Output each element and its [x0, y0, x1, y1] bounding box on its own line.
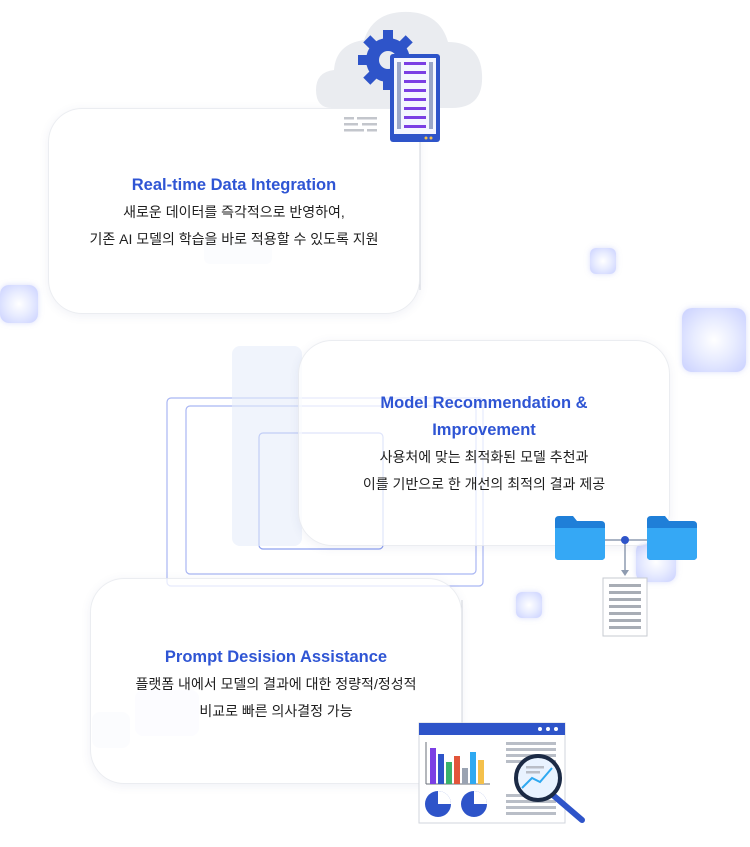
glass-square-decoration — [0, 285, 38, 323]
card-desc-line: 플랫폼 내에서 모델의 결과에 대한 정량적/정성적 — [135, 676, 417, 692]
glass-square-decoration — [682, 308, 746, 372]
card-title: Real-time Data Integration — [131, 176, 337, 194]
feature-card-model-recommendation: Model Recommendation & Improvement 사용처에 … — [298, 340, 670, 546]
card-desc-line: 새로운 데이터를 즉각적으로 반영하여, — [123, 204, 345, 220]
card-title-line: Model Recommendation & — [380, 394, 588, 412]
glass-square-decoration — [516, 592, 542, 618]
card-desc-line: 이를 기반으로 한 개선의 최적의 결과 제공 — [362, 476, 606, 492]
card-title: Prompt Desision Assistance — [164, 648, 388, 666]
feature-card-prompt-decision: Prompt Desision Assistance 플랫폼 내에서 모델의 결… — [90, 578, 462, 784]
glass-square-decoration — [590, 248, 616, 274]
folder-tree-icon — [555, 516, 697, 637]
card-desc-line: 사용처에 맞는 최적화된 모델 추천과 — [379, 449, 589, 465]
card-desc-line: 비교로 빠른 의사결정 가능 — [199, 703, 353, 719]
feature-card-realtime: Real-time Data Integration 새로운 데이터를 즉각적으… — [48, 108, 420, 314]
faint-block — [232, 346, 302, 546]
card-desc-line: 기존 AI 모델의 학습을 바로 적용할 수 있도록 지원 — [89, 231, 379, 247]
cloud-server-icon — [316, 11, 483, 142]
analytics-report-icon — [418, 722, 585, 824]
card-title-line: Improvement — [432, 421, 536, 439]
